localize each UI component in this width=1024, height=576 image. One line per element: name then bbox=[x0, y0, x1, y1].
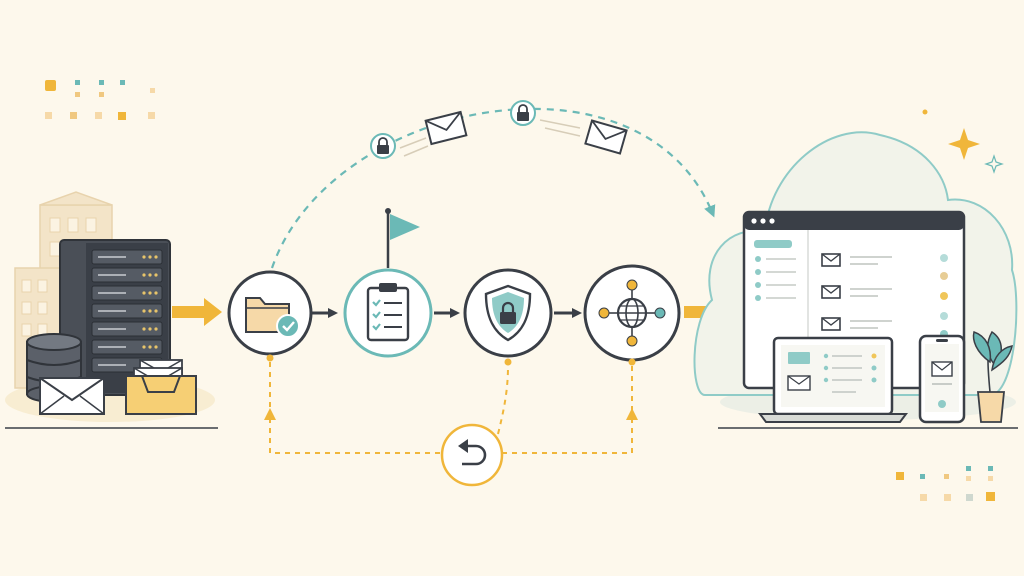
folder-check-node bbox=[227, 270, 313, 362]
inflow-arrow bbox=[172, 298, 222, 326]
rollback-node bbox=[440, 423, 504, 487]
lock-icon bbox=[370, 133, 396, 159]
laptop-icon bbox=[758, 336, 908, 423]
transfer-arc bbox=[270, 107, 716, 269]
server-rack-icon bbox=[59, 239, 171, 396]
source-cluster bbox=[5, 191, 218, 429]
envelope-icon bbox=[424, 110, 468, 146]
undo-arrow-icon bbox=[458, 439, 487, 466]
shield-lock-icon bbox=[484, 284, 532, 342]
flag-icon bbox=[390, 214, 420, 240]
rollback-loop bbox=[269, 362, 633, 454]
globe-network-icon bbox=[598, 279, 666, 347]
phone-icon bbox=[918, 334, 966, 424]
network-node bbox=[583, 264, 681, 366]
folder-check-icon bbox=[245, 297, 300, 338]
destination-cluster bbox=[693, 109, 1018, 429]
envelope-icon bbox=[39, 377, 105, 415]
envelope-icon bbox=[584, 119, 628, 155]
checklist-node bbox=[343, 208, 433, 358]
potted-plant-icon bbox=[972, 330, 1013, 423]
clipboard-checklist-icon bbox=[366, 283, 410, 342]
rollback-arrowheads bbox=[264, 408, 638, 420]
decorative-dots-bottom-right bbox=[896, 466, 995, 501]
security-node bbox=[463, 268, 553, 366]
lock-icon bbox=[510, 100, 536, 126]
inbox-tray-icon bbox=[125, 359, 197, 415]
decorative-dots-top-left bbox=[45, 80, 155, 120]
sparkle-icon bbox=[922, 109, 1004, 174]
arc-trail-lines bbox=[399, 119, 581, 157]
